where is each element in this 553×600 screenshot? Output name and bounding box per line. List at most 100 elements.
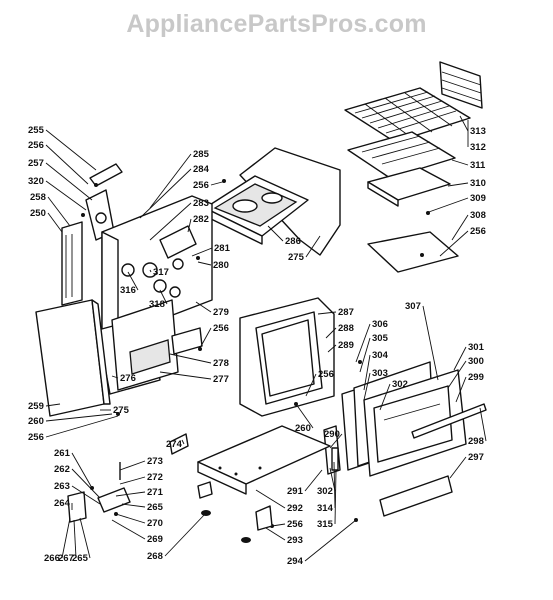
leader-line [71, 452, 93, 489]
leader-line [459, 115, 469, 132]
leader-line [71, 468, 101, 499]
callout-label: 316 [120, 285, 136, 296]
leader-line [127, 271, 139, 291]
callout-label: 285 [193, 149, 210, 160]
leader-line [45, 415, 119, 438]
leader-line [425, 197, 469, 214]
leader-line [295, 403, 314, 429]
leader-line [304, 519, 357, 562]
callout-label: 256 [318, 369, 334, 380]
door-outer-panel [363, 369, 467, 477]
leader-line [449, 456, 467, 479]
leader-line [333, 461, 336, 509]
callout-label: 275 [288, 252, 305, 263]
oven-door-frame [239, 297, 335, 417]
callout-label: 257 [28, 158, 44, 169]
leader-line [149, 153, 192, 209]
callout-label: 292 [287, 503, 303, 514]
callout-label: 256 [28, 140, 44, 151]
callout-label: 302 [317, 486, 333, 497]
callout-label: 291 [287, 486, 304, 497]
callout-label: 297 [468, 452, 484, 463]
callout-label: 273 [147, 456, 163, 467]
rack-side-support [439, 61, 483, 109]
leader-line [197, 261, 212, 266]
kick-panel [379, 475, 453, 517]
callout-label: 302 [392, 379, 408, 390]
leader-line [267, 225, 284, 242]
callout-labels: 2552562573202582502852842562832822812803… [28, 125, 486, 567]
top-trim [89, 163, 123, 187]
callout-label: 256 [213, 323, 229, 334]
callout-label: 288 [338, 323, 354, 334]
leader-line [363, 354, 371, 391]
watermark: AppliancePartsPros.com [126, 10, 427, 38]
callout-label: 261 [54, 448, 71, 459]
leader-line [479, 407, 487, 442]
callout-label: 313 [470, 126, 486, 137]
leader-line [159, 371, 212, 380]
igniter-part [119, 433, 189, 480]
callout-label: 308 [470, 210, 486, 221]
leader-line [451, 159, 469, 166]
leader-line [45, 413, 113, 422]
leader-line [115, 491, 146, 497]
front-panel-inner [97, 299, 179, 395]
callout-label: 255 [28, 125, 45, 136]
callout-label: 256 [28, 432, 44, 443]
callout-label: 312 [470, 142, 486, 153]
callout-label: 281 [214, 243, 231, 254]
leader-line [181, 439, 185, 445]
leader-line [47, 196, 71, 227]
callout-label: 309 [470, 193, 486, 204]
callout-label: 307 [405, 301, 421, 312]
door-handle [411, 403, 487, 439]
leader-line [169, 353, 212, 364]
leader-line [255, 489, 286, 509]
leader-line [121, 503, 146, 508]
leader-line [447, 360, 467, 389]
callout-label: 271 [147, 487, 164, 498]
callout-label: 258 [30, 192, 46, 203]
valve-bracket [159, 225, 197, 259]
leader-line [439, 230, 469, 257]
callout-label: 306 [372, 319, 388, 330]
leader-line [451, 214, 469, 241]
callout-label: 268 [147, 551, 163, 562]
cooktop-frame [204, 147, 341, 256]
callout-label: 318 [149, 299, 165, 310]
callout-label: 311 [470, 160, 486, 171]
callout-label: 259 [28, 401, 44, 412]
callout-label: 283 [193, 198, 209, 209]
callout-label: 305 [372, 333, 389, 344]
callout-label: 314 [317, 503, 334, 514]
leader-line [334, 469, 337, 525]
callout-label: 301 [468, 342, 485, 353]
leader-line [79, 517, 91, 559]
leader-line [47, 212, 63, 233]
side-panel [61, 221, 83, 306]
leader-line [265, 527, 286, 541]
callout-label: 270 [147, 518, 163, 529]
callout-label: 280 [213, 260, 229, 271]
door-hinge [323, 425, 341, 475]
callout-label: 278 [213, 358, 229, 369]
leader-line [195, 301, 212, 313]
callout-label: 263 [54, 481, 70, 492]
broil-pan-insert [347, 131, 456, 179]
leader-line [453, 346, 467, 371]
callout-label: 265 [72, 553, 89, 564]
callout-label: 287 [338, 307, 354, 318]
callout-label: 274 [166, 439, 183, 450]
leader-line [305, 235, 321, 258]
callout-label: 289 [338, 340, 354, 351]
callout-label: 290 [324, 429, 340, 440]
leader-line [45, 144, 89, 185]
callout-label: 282 [193, 214, 209, 225]
callout-label: 315 [317, 519, 334, 530]
leader-line [191, 247, 213, 257]
callout-label: 266 [44, 553, 60, 564]
callout-label: 299 [468, 372, 484, 383]
leader-line [210, 180, 227, 186]
